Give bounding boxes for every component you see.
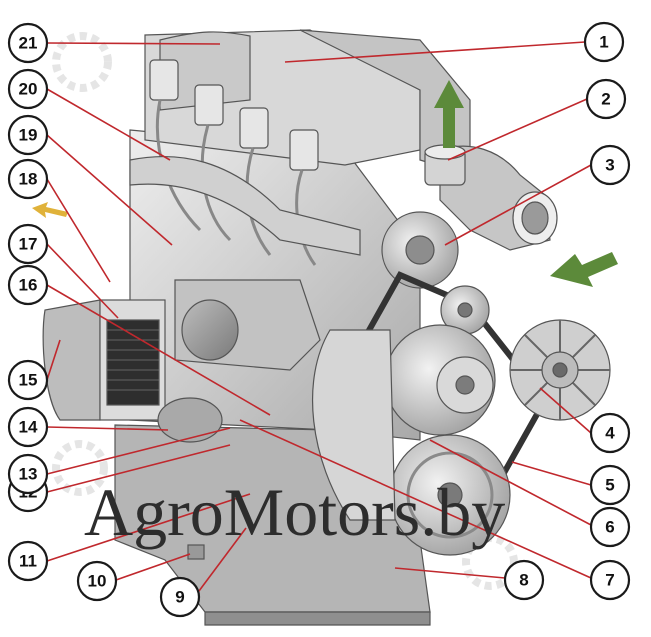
- callout-18: 18: [7, 158, 49, 200]
- svg-text:15: 15: [19, 371, 38, 390]
- callout-8: 8: [503, 559, 545, 601]
- svg-text:20: 20: [19, 80, 38, 99]
- callout-11: 11: [7, 540, 49, 582]
- callout-1: 1: [583, 21, 625, 63]
- callout-20: 20: [7, 68, 49, 110]
- svg-text:7: 7: [605, 571, 614, 590]
- callout-10: 10: [76, 560, 118, 602]
- engine-body: [42, 29, 611, 626]
- svg-text:8: 8: [519, 571, 528, 590]
- svg-text:13: 13: [19, 465, 38, 484]
- callout-4: 4: [589, 412, 631, 454]
- svg-text:14: 14: [19, 418, 38, 437]
- callout-21: 21: [7, 22, 49, 64]
- leader-lines: [46, 41, 592, 596]
- svg-text:4: 4: [605, 424, 615, 443]
- svg-text:6: 6: [605, 518, 614, 537]
- callout-9: 9: [159, 576, 201, 618]
- svg-text:19: 19: [19, 126, 38, 145]
- callout-6: 6: [589, 506, 631, 548]
- green-arrow-up: [434, 80, 464, 148]
- svg-text:1: 1: [599, 33, 608, 52]
- svg-text:3: 3: [605, 156, 614, 175]
- yellow-arrow-left: [32, 202, 68, 218]
- callout-16: 16: [7, 264, 49, 306]
- callout-19: 19: [7, 114, 49, 156]
- svg-text:18: 18: [19, 170, 38, 189]
- callout-3: 3: [589, 144, 631, 186]
- svg-text:2: 2: [601, 90, 610, 109]
- svg-text:17: 17: [19, 235, 38, 254]
- callout-5: 5: [589, 464, 631, 506]
- callout-markers: 1 2 3 4 5 6 7 8 9 10 11 12 13 14 15 16 1…: [7, 21, 631, 618]
- callout-7: 7: [589, 559, 631, 601]
- svg-text:10: 10: [88, 572, 107, 591]
- callout-13: 13: [7, 453, 49, 495]
- callout-17: 17: [7, 223, 49, 265]
- callout-15: 15: [7, 359, 49, 401]
- callout-2: 2: [585, 78, 627, 120]
- svg-text:9: 9: [175, 588, 184, 607]
- svg-text:21: 21: [19, 34, 38, 53]
- green-arrow-left: [550, 252, 618, 287]
- callout-14: 14: [7, 406, 49, 448]
- watermark-text: AgroMotors.by: [84, 474, 505, 550]
- airflow-arrows: [32, 80, 618, 287]
- svg-text:16: 16: [19, 276, 38, 295]
- svg-text:11: 11: [19, 552, 37, 571]
- svg-text:5: 5: [605, 476, 614, 495]
